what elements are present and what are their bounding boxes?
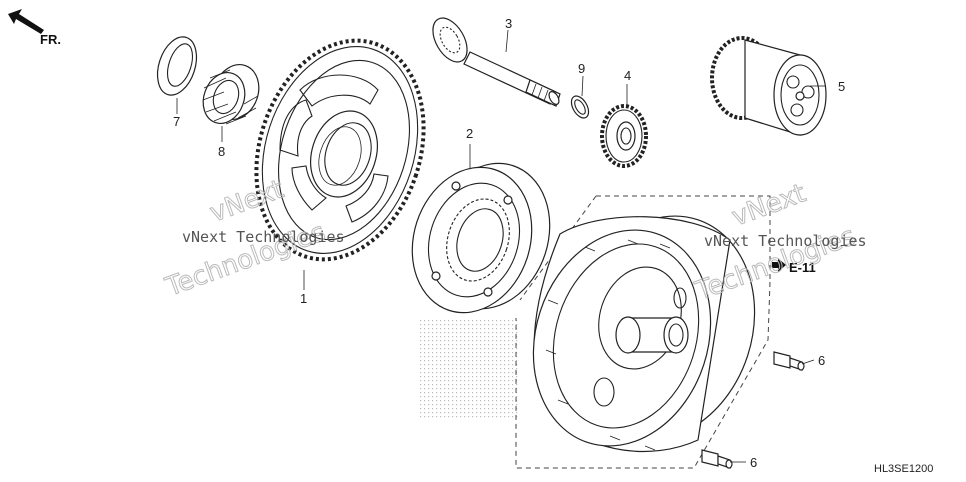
part-2-starter-clutch	[411, 162, 551, 314]
part-6-bolt-lower	[701, 449, 733, 469]
leader-lines	[176, 29, 826, 463]
direction-label: FR.	[40, 32, 61, 47]
diagram-code: HL3SE1200	[874, 463, 933, 475]
part-1-starter-driven-gear	[254, 38, 426, 262]
part-6-bolt-upper	[773, 351, 805, 371]
part-3-idle-gear-shaft	[432, 17, 561, 107]
watermark-left-text: vNext Technologies	[182, 228, 345, 246]
flywheel-rotor	[532, 215, 756, 453]
callout-6a: 6	[818, 353, 825, 368]
part-8-needle-bearing	[202, 64, 260, 125]
callout-6b: 6	[750, 455, 757, 470]
reference-label[interactable]: E-11	[789, 260, 816, 275]
part-5-reduction-gear-assembly	[710, 36, 827, 136]
callout-9: 9	[578, 61, 585, 76]
callout-5: 5	[838, 79, 845, 94]
reference-e11[interactable]: E-11	[772, 258, 816, 275]
callout-2: 2	[466, 126, 473, 141]
flywheel-reference-area	[420, 195, 771, 469]
watermark-right-brand: vNext	[728, 178, 810, 232]
watermark-right: vNext Technologies vNext Technologies	[691, 178, 867, 308]
front-direction-arrow-icon	[8, 9, 44, 34]
part-7-washer	[156, 36, 198, 96]
callout-3: 3	[505, 16, 512, 31]
callout-7: 7	[173, 114, 180, 129]
callout-1: 1	[300, 291, 307, 306]
callout-8: 8	[218, 144, 225, 159]
part-9-snap-ring	[570, 95, 590, 119]
watermark-right-text: vNext Technologies	[704, 232, 867, 250]
part-4-starter-idle-gear	[600, 104, 648, 168]
callout-4: 4	[624, 68, 631, 83]
